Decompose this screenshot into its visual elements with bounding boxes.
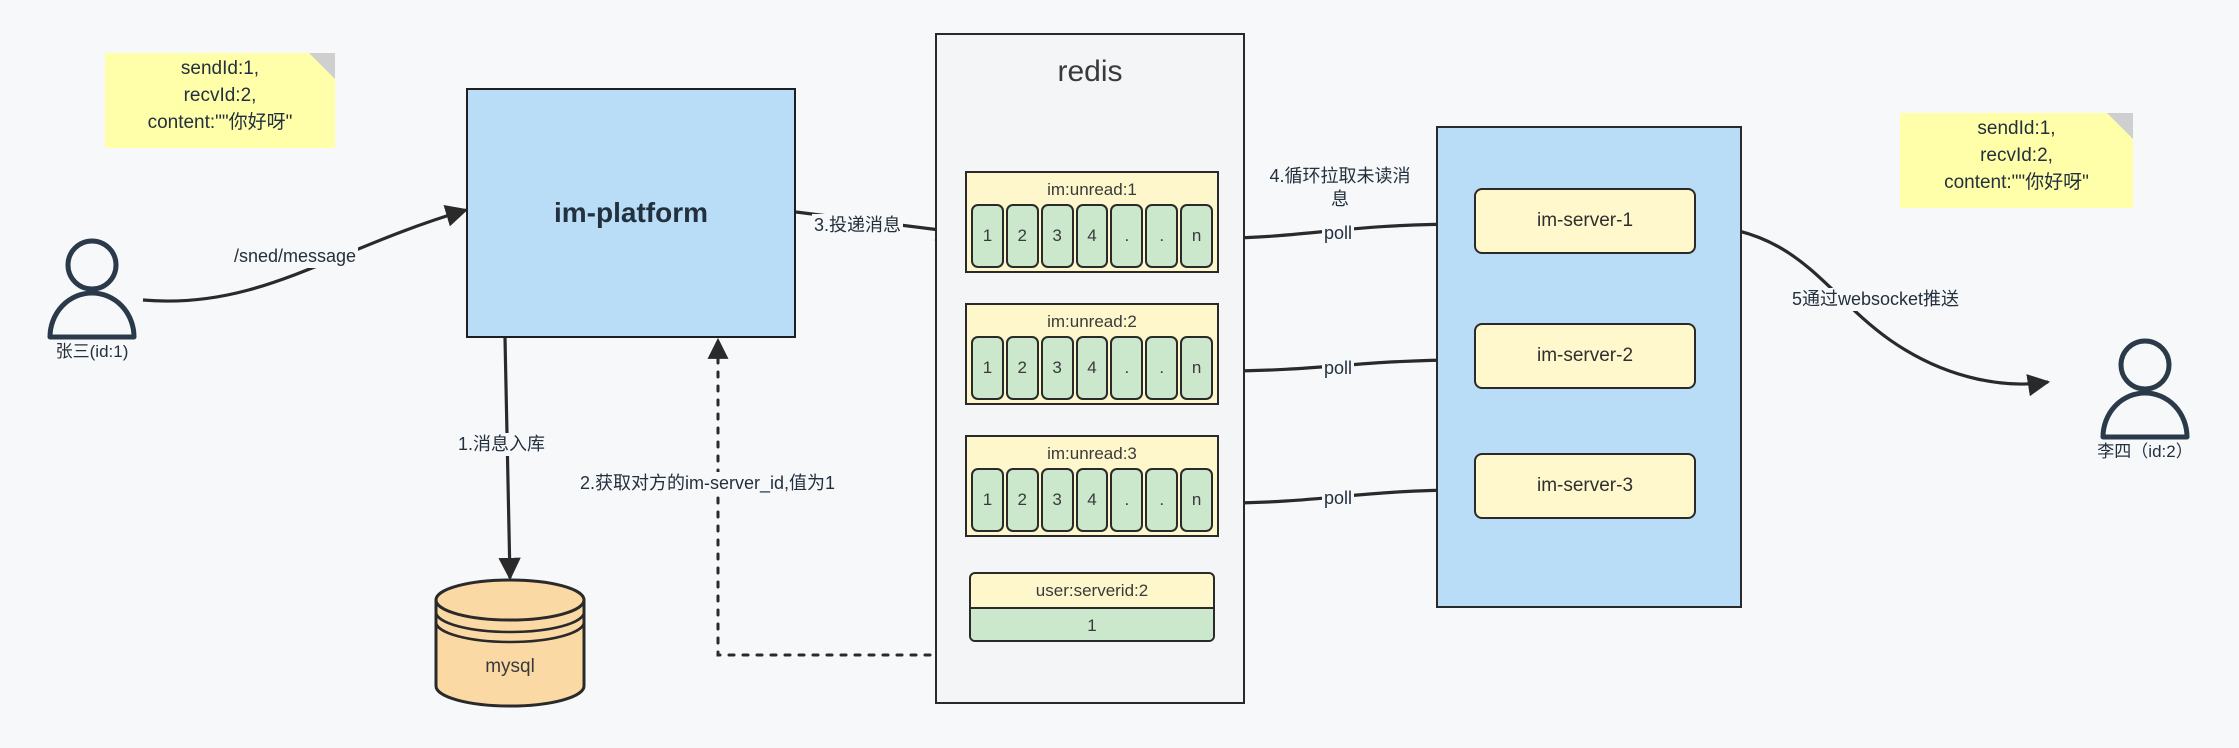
mysql-database: mysql: [430, 578, 590, 708]
queue-cell: 3: [1040, 336, 1074, 400]
im-platform-box[interactable]: im-platform: [466, 88, 796, 338]
queue-cell: 2: [1005, 468, 1039, 532]
queue-cell: 2: [1005, 204, 1039, 268]
queue-cell: 3: [1040, 468, 1074, 532]
database-cylinder-icon: [434, 578, 586, 708]
actor-receiver-label: 李四（id:2）: [2097, 442, 2193, 461]
edge-persist-message: [498, 337, 521, 581]
message-note-left: sendId:1, recvId:2, content:""你好呀": [105, 53, 335, 148]
edge-label-poll-3: poll: [1322, 487, 1355, 510]
queue-cell: 2: [1005, 336, 1039, 400]
queue-cell: .: [1110, 204, 1144, 268]
redis-kv-key: user:serverid:2: [971, 574, 1213, 609]
queue-cell: .: [1145, 468, 1179, 532]
mysql-label: mysql: [485, 656, 535, 677]
queue-cell: n: [1180, 336, 1214, 400]
queue-cell: 1: [971, 204, 1004, 268]
im-platform-label: im-platform: [554, 197, 708, 228]
redis-queue-0-cells: 1 2 3 4 . . n: [969, 204, 1215, 268]
person-icon: [47, 238, 137, 340]
actor-sender: 张三(id:1): [32, 237, 152, 377]
queue-cell: 1: [971, 468, 1004, 532]
message-note-right: sendId:1, recvId:2, content:""你好呀": [1900, 113, 2133, 208]
im-server-2-box[interactable]: im-server-2: [1474, 323, 1696, 389]
note-fold-icon: [309, 53, 335, 79]
im-server-cluster: im-server-1 im-server-2 im-server-3: [1436, 126, 1742, 608]
redis-kv-value: 1: [971, 609, 1213, 640]
edge-label-poll-2: poll: [1322, 357, 1355, 380]
redis-title: redis: [1057, 55, 1123, 88]
edge-label-step4: 4.循环拉取未读消 息: [1258, 165, 1422, 210]
queue-cell: .: [1145, 204, 1179, 268]
queue-cell: 4: [1075, 204, 1109, 268]
redis-queue-0-key: im:unread:1: [1047, 180, 1137, 199]
queue-cell: 3: [1040, 204, 1074, 268]
edge-label-step3: 3.投递消息: [812, 214, 904, 237]
queue-cell: 1: [971, 336, 1004, 400]
queue-cell: 4: [1075, 336, 1109, 400]
edge-label-poll-1: poll: [1322, 222, 1355, 245]
im-server-2-label: im-server-2: [1536, 345, 1634, 366]
im-server-1-box[interactable]: im-server-1: [1474, 188, 1696, 254]
note-fold-icon: [2107, 113, 2133, 139]
redis-container: redis im:unread:1 1 2 3 4 . . n im:unrea…: [935, 33, 1245, 704]
message-note-right-text: sendId:1, recvId:2, content:""你好呀": [1944, 118, 2089, 193]
message-note-left-text: sendId:1, recvId:2, content:""你好呀": [147, 58, 293, 133]
redis-queue-2-key: im:unread:3: [1047, 444, 1137, 463]
edge-label-step1: 1.消息入库: [456, 433, 548, 456]
queue-cell: 4: [1075, 468, 1109, 532]
im-server-1-label: im-server-1: [1536, 210, 1634, 231]
actor-sender-label: 张三(id:1): [55, 342, 129, 361]
redis-queue-1-key: im:unread:2: [1047, 312, 1137, 331]
redis-queue-1-cells: 1 2 3 4 . . n: [969, 336, 1215, 400]
person-icon: [2100, 338, 2190, 440]
edge-label-step2: 2.获取对方的im-server_id,值为1: [578, 472, 838, 495]
queue-cell: .: [1110, 336, 1144, 400]
queue-cell: n: [1180, 468, 1214, 532]
redis-queue-1[interactable]: im:unread:2 1 2 3 4 . . n: [965, 303, 1219, 405]
queue-cell: n: [1180, 204, 1214, 268]
redis-kv-user-serverid[interactable]: user:serverid:2 1: [969, 572, 1215, 642]
edge-get-server-id: [707, 337, 960, 657]
redis-queue-0[interactable]: im:unread:1 1 2 3 4 . . n: [965, 171, 1219, 273]
queue-cell: .: [1145, 336, 1179, 400]
redis-queue-2-cells: 1 2 3 4 . . n: [969, 468, 1215, 532]
im-server-3-label: im-server-3: [1536, 475, 1634, 496]
redis-queue-2[interactable]: im:unread:3 1 2 3 4 . . n: [965, 435, 1219, 537]
actor-receiver: 李四（id:2）: [2085, 337, 2205, 477]
im-server-3-box[interactable]: im-server-3: [1474, 453, 1696, 519]
edge-label-send-message: /sned/message: [232, 245, 359, 268]
queue-cell: .: [1110, 468, 1144, 532]
edge-label-step5: 5通过websocket推送: [1790, 288, 1962, 311]
